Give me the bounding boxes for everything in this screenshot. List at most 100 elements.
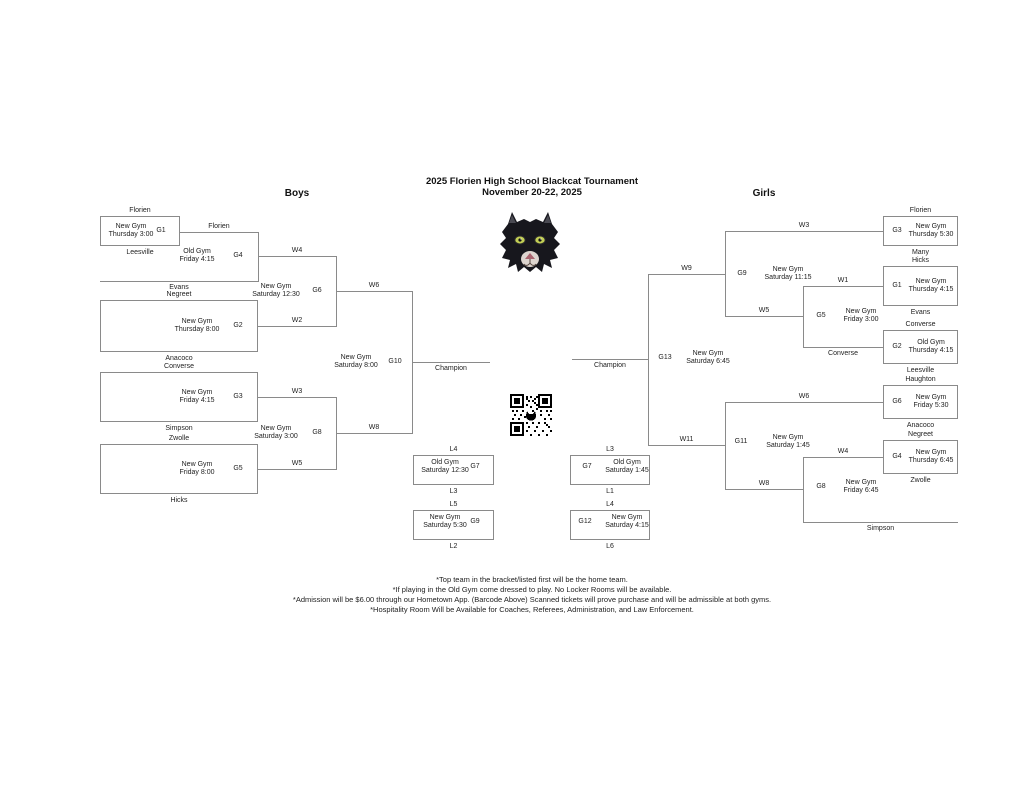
loser-slot-label: L4 bbox=[606, 501, 614, 508]
team-label: Hicks bbox=[911, 257, 930, 264]
bracket-line bbox=[258, 326, 336, 327]
loser-slot-label: L2 bbox=[449, 543, 458, 550]
team-label: Simpson bbox=[165, 425, 193, 432]
title-line-2: November 20-22, 2025 bbox=[482, 187, 582, 198]
boys-section-header: Boys bbox=[284, 188, 310, 199]
game-number: G1 bbox=[892, 282, 902, 289]
bracket-line bbox=[725, 402, 883, 403]
team-label: Evans bbox=[169, 284, 189, 291]
bracket-line bbox=[648, 274, 649, 446]
team-label: Many bbox=[911, 249, 930, 256]
girls-section-header: Girls bbox=[752, 188, 776, 199]
team-label: Florien bbox=[208, 223, 230, 230]
game-number: G10 bbox=[388, 358, 402, 365]
game-number: G8 bbox=[312, 429, 322, 436]
game-number: G11 bbox=[734, 438, 748, 445]
title-line-1: 2025 Florien High School Blackcat Tourna… bbox=[425, 176, 639, 187]
qr-code bbox=[510, 394, 552, 436]
winner-slot-label: W3 bbox=[291, 388, 303, 395]
winner-slot-label: W5 bbox=[291, 460, 303, 467]
note-hospitality: *Hospitality Room Will be Available for … bbox=[370, 605, 694, 614]
girls-g3-box bbox=[883, 216, 958, 246]
winner-slot-label: W2 bbox=[291, 317, 303, 324]
girls-g7-box bbox=[570, 455, 650, 485]
bracket-line bbox=[648, 274, 725, 275]
team-label: Converse bbox=[905, 321, 936, 328]
team-label: Negreet bbox=[166, 291, 192, 298]
game-number: G1 bbox=[156, 227, 166, 234]
game-number: G13 bbox=[658, 354, 672, 361]
winner-slot-label: W8 bbox=[758, 480, 770, 487]
bracket-line bbox=[412, 362, 490, 363]
team-label: Converse bbox=[828, 350, 858, 357]
loser-slot-label: L3 bbox=[606, 446, 614, 453]
note-old-gym: *If playing in the Old Gym come dressed … bbox=[392, 585, 672, 594]
note-admission: *Admission will be $6.00 through our Hom… bbox=[292, 595, 772, 604]
note-home-team: *Top team in the bracket/listed first wi… bbox=[436, 575, 628, 584]
game-number: G9 bbox=[737, 270, 747, 277]
team-label: Evans bbox=[910, 309, 931, 316]
boys-g2-box bbox=[100, 300, 258, 352]
bracket-line bbox=[803, 457, 804, 523]
girls-g1-box bbox=[883, 266, 958, 306]
game-number: G7 bbox=[582, 463, 592, 470]
bracket-line bbox=[336, 291, 412, 292]
bracket-line bbox=[803, 347, 883, 348]
winner-slot-label: W4 bbox=[291, 247, 303, 254]
team-label: Zwolle bbox=[168, 435, 190, 442]
team-label: Anacoco bbox=[906, 422, 935, 429]
game-number: G4 bbox=[233, 252, 243, 259]
girls-g12-box bbox=[570, 510, 650, 540]
bracket-line bbox=[725, 231, 726, 317]
winner-slot-label: W6 bbox=[368, 282, 380, 289]
winner-slot-label: W3 bbox=[798, 222, 810, 229]
bracket-line bbox=[100, 281, 258, 282]
team-label: Anacoco bbox=[165, 355, 193, 362]
bracket-line bbox=[803, 457, 883, 458]
team-label: Hicks bbox=[170, 497, 188, 504]
boys-g1-box bbox=[100, 216, 180, 246]
girls-g4-box bbox=[883, 440, 958, 474]
bracket-line bbox=[258, 469, 336, 470]
team-label: Haughton bbox=[905, 376, 936, 383]
bracket-line bbox=[648, 445, 725, 446]
boys-g9-box bbox=[413, 510, 494, 540]
loser-slot-label: L5 bbox=[449, 501, 458, 508]
boys-g5-box bbox=[100, 444, 258, 494]
team-label: Negreet bbox=[908, 431, 933, 438]
bracket-line bbox=[803, 286, 883, 287]
bracket-line bbox=[725, 231, 883, 232]
bracket-line bbox=[803, 522, 958, 523]
game-number: G2 bbox=[892, 343, 902, 350]
team-label: Simpson bbox=[866, 525, 895, 532]
game-number: G9 bbox=[470, 518, 480, 525]
winner-slot-label: W5 bbox=[758, 307, 770, 314]
girls-champion-label: Champion bbox=[594, 362, 626, 369]
winner-slot-label: W11 bbox=[679, 436, 694, 443]
loser-slot-label: L4 bbox=[449, 446, 458, 453]
bracket-line bbox=[803, 286, 804, 348]
game-number: G3 bbox=[892, 227, 902, 234]
winner-slot-label: W6 bbox=[798, 393, 810, 400]
bracket-line bbox=[336, 433, 412, 434]
bracket-line bbox=[725, 316, 803, 317]
game-number: G2 bbox=[233, 322, 243, 329]
qr-finder-pattern bbox=[510, 394, 552, 436]
loser-slot-label: L3 bbox=[449, 488, 458, 495]
